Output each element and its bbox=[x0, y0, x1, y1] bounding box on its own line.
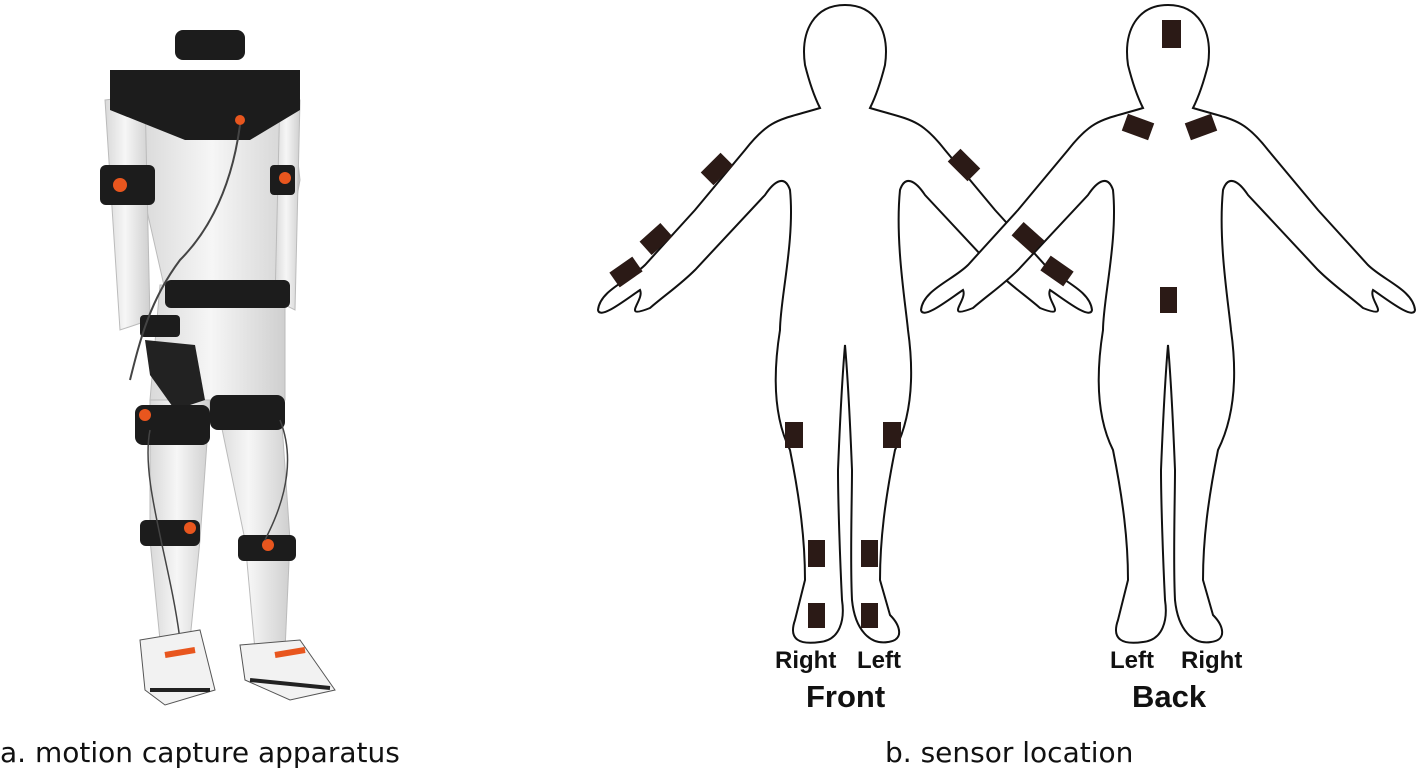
front-left-label: Left bbox=[857, 647, 901, 674]
waist-belt bbox=[165, 280, 290, 308]
body-outline-back bbox=[919, 3, 1417, 644]
sensor-left-upper-arm bbox=[947, 148, 981, 182]
sensor-right-upper-arm bbox=[700, 152, 734, 186]
sensor-right-shoulder bbox=[1184, 113, 1218, 141]
back-left-label: Left bbox=[1110, 647, 1154, 674]
sensor-right-foot bbox=[808, 603, 825, 628]
sensor-left-shoulder bbox=[1121, 113, 1155, 141]
sensor-right-shin bbox=[808, 540, 825, 567]
back-right-label: Right bbox=[1181, 647, 1242, 674]
sensor-head bbox=[1162, 20, 1181, 48]
glove bbox=[145, 340, 205, 410]
caption-sensor-location: b. sensor location bbox=[885, 736, 1133, 769]
caption-motion-capture-apparatus: a. motion capture apparatus bbox=[0, 736, 400, 769]
sensor-left-thigh bbox=[883, 422, 901, 448]
shoulder-harness bbox=[110, 70, 300, 140]
body-outline-front bbox=[596, 3, 1094, 644]
front-right-label: Right bbox=[775, 647, 836, 674]
sensor-group-front bbox=[609, 148, 1074, 628]
sensor-left-hand bbox=[1040, 255, 1074, 287]
sensor-pelvis bbox=[1160, 287, 1177, 313]
sensor-right-forearm bbox=[639, 222, 673, 256]
sensor-left-foot bbox=[861, 603, 878, 628]
sensor-left-shin bbox=[861, 540, 878, 567]
back-view-title: Back bbox=[1132, 679, 1207, 714]
sensor-group-back bbox=[1121, 20, 1218, 313]
neck-strap bbox=[175, 30, 245, 60]
sensor-right-thigh bbox=[785, 422, 803, 448]
motion-capture-mannequin bbox=[100, 30, 336, 706]
sensor-right-hand bbox=[609, 256, 643, 288]
front-view-title: Front bbox=[806, 679, 885, 714]
sensor-left-forearm bbox=[1011, 221, 1045, 255]
